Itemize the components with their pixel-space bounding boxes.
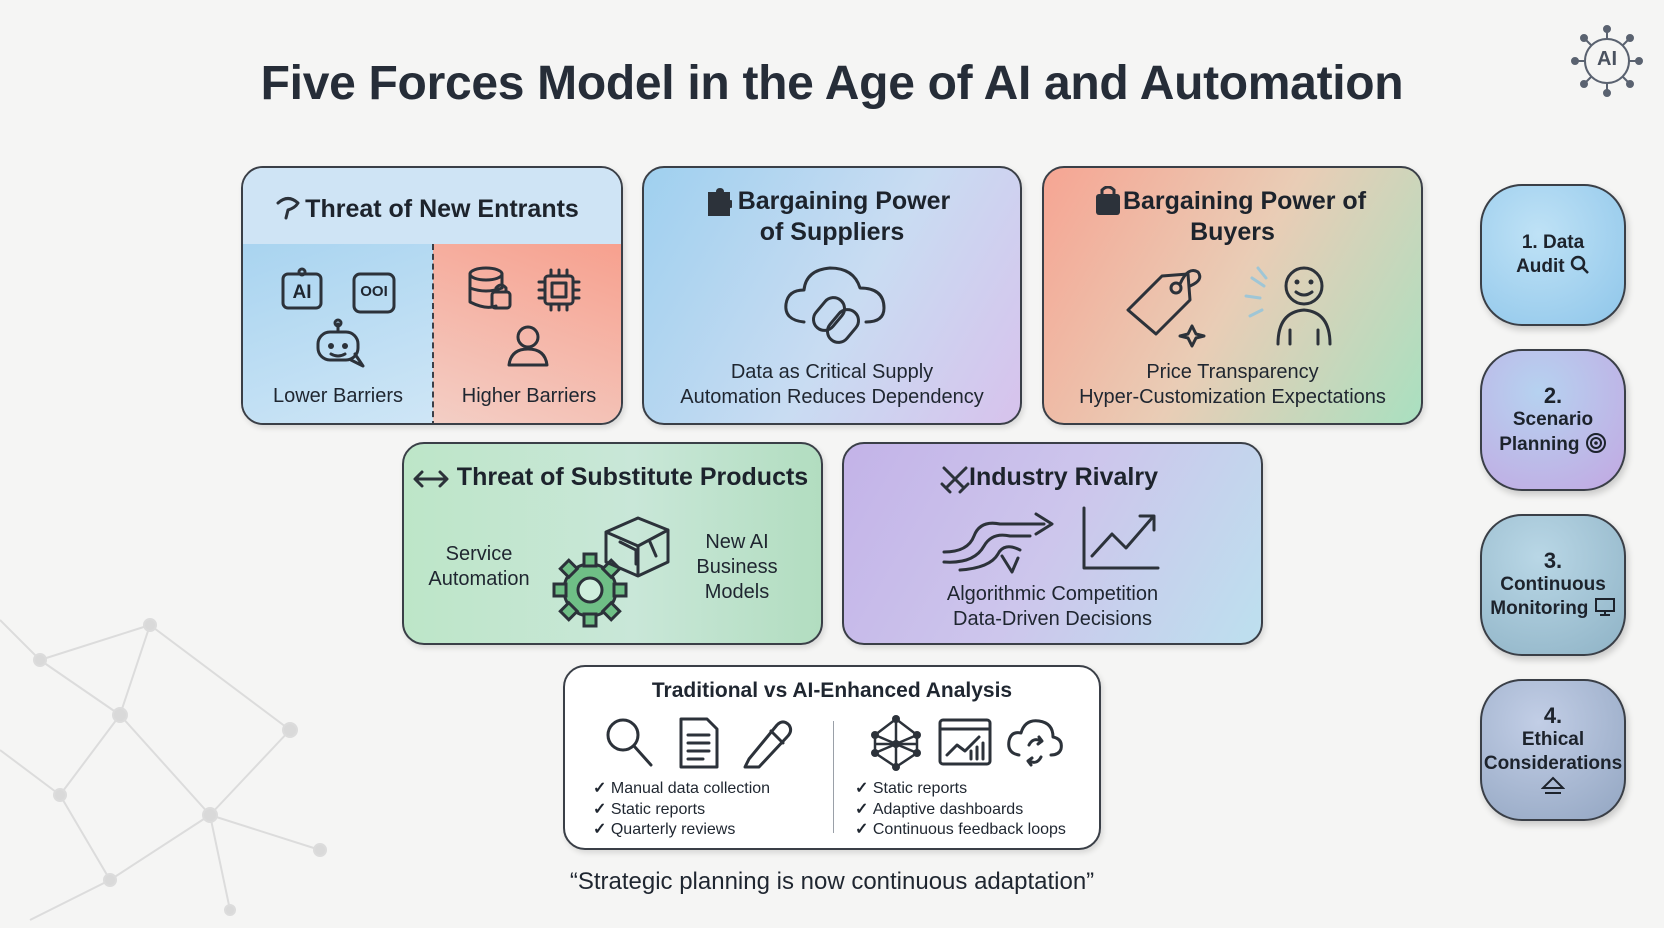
step-number: 3.	[1543, 548, 1563, 573]
price-tag-icon	[1126, 269, 1206, 348]
card-title-line1: Bargaining Power	[737, 187, 951, 215]
step-label: Monitoring	[1490, 598, 1589, 619]
processor-icon	[537, 268, 581, 312]
card-threat-substitutes: Threat of Substitute Products Service Au…	[402, 442, 823, 645]
step-number: 1.	[1521, 232, 1538, 253]
right-half	[433, 244, 621, 423]
card-bargaining-power-buyers: Bargaining Power of Buyers Price Transpa…	[1042, 166, 1423, 425]
card-industry-rivalry: Industry Rivalry Algorithmic Competition…	[842, 442, 1263, 645]
card-bargaining-power-suppliers: Bargaining Power of Suppliers Data as Cr…	[642, 166, 1022, 425]
pencil-icon	[743, 720, 793, 769]
step-label: Continuous	[1500, 574, 1606, 595]
comparison-title: Traditional vs AI-Enhanced Analysis	[651, 679, 1013, 702]
search-icon	[1570, 255, 1589, 274]
suppliers-line2: Automation Reduces Dependency	[680, 386, 984, 408]
new-ai-label-3: Models	[704, 581, 770, 603]
higher-barriers-label: Higher Barriers	[461, 385, 597, 407]
step-number: 2.	[1543, 382, 1563, 408]
buyers-line1: Price Transparency	[1146, 361, 1319, 383]
traditional-item: Static reports	[593, 800, 770, 821]
monitor-icon	[1594, 598, 1615, 616]
buyers-line2: Hyper-Customization Expectations	[1079, 386, 1386, 408]
code-box-text: OOI	[360, 283, 388, 300]
robot-icon	[316, 318, 365, 368]
step-label: Ethical	[1521, 729, 1585, 750]
code-box-icon	[352, 272, 396, 314]
crossed-swords-icon	[940, 466, 970, 494]
divider	[432, 244, 434, 423]
new-ai-label-1: New AI	[705, 531, 769, 553]
gear-cube-icon	[552, 516, 670, 628]
cloud-sync-icon	[1007, 719, 1063, 767]
suppliers-line1: Data as Critical Supply	[730, 361, 934, 383]
lower-barriers-label: Lower Barriers	[272, 385, 404, 407]
ai-logo: AI	[1570, 24, 1644, 98]
step-ethical-considerations[interactable]: 4. Ethical Considerations	[1480, 679, 1626, 821]
step-label: Data	[1542, 232, 1585, 253]
dashboard-icon	[938, 718, 992, 766]
comparison-divider	[833, 721, 834, 833]
network-background	[0, 618, 327, 921]
step-label: Planning	[1499, 433, 1580, 455]
header-band	[243, 168, 621, 244]
step-label: Considerations	[1483, 753, 1623, 774]
ai-enhanced-item: Continuous feedback loops	[855, 820, 1066, 841]
comparison-panel: Traditional vs AI-Enhanced Analysis Manu…	[563, 665, 1101, 850]
service-label-1: Service	[445, 543, 513, 565]
traditional-item: Manual data collection	[593, 779, 770, 800]
rivalry-line2: Data-Driven Decisions	[953, 608, 1152, 630]
ai-enhanced-item: Static reports	[855, 779, 1066, 800]
magnifier-icon	[606, 718, 653, 767]
double-arrow-icon	[413, 470, 449, 488]
step-scenario-planning[interactable]: 2. Scenario Planning	[1480, 349, 1626, 491]
step-label: Audit	[1516, 256, 1565, 277]
card-threat-new-entrants: Threat of New Entrants AI OOI Lower Barr…	[241, 166, 623, 425]
ai-enhanced-list: Static reports Adaptive dashboards Conti…	[855, 779, 1066, 841]
card-title: Threat of New Entrants	[305, 195, 579, 223]
database-lock-icon	[468, 266, 512, 310]
card-title-line1: Bargaining Power of	[1122, 187, 1367, 215]
rivalry-line1: Algorithmic Competition	[946, 583, 1159, 605]
quote-text: “Strategic planning is now continuous ad…	[569, 868, 1095, 895]
new-ai-label-2: Business	[696, 556, 778, 578]
person-icon	[507, 325, 549, 367]
scale-icon	[1541, 776, 1565, 794]
traditional-list: Manual data collection Static reports Qu…	[593, 779, 770, 841]
neural-network-icon	[871, 715, 921, 771]
ai-chip-icon	[281, 267, 323, 310]
step-label: Scenario	[1512, 408, 1594, 430]
page-title: Five Forces Model in the Age of AI and A…	[260, 57, 1404, 110]
ai-chip-text: AI	[292, 282, 312, 303]
card-title: Industry Rivalry	[969, 463, 1158, 491]
ai-logo-label: AI	[1597, 48, 1617, 70]
card-title: Threat of Substitute Products	[456, 463, 809, 491]
growth-chart-icon	[1082, 506, 1160, 570]
lightbulb-icon	[276, 197, 300, 220]
puzzle-icon	[708, 188, 732, 216]
cloud-link-icon	[784, 266, 886, 344]
ai-enhanced-item: Adaptive dashboards	[855, 800, 1066, 821]
traditional-item: Quarterly reviews	[593, 820, 770, 841]
card-title-line2: of Suppliers	[759, 218, 905, 246]
step-number: 4.	[1543, 703, 1563, 728]
step-data-audit[interactable]: 1. 1. Data Audit	[1480, 184, 1626, 326]
ai-network-icon	[1571, 25, 1643, 97]
document-icon	[679, 717, 719, 769]
service-label-2: Automation	[428, 568, 530, 590]
target-icon	[1585, 432, 1606, 453]
card-title-line2: Buyers	[1190, 218, 1275, 246]
customer-icon	[1244, 266, 1332, 346]
competing-arrows-icon	[942, 512, 1054, 574]
step-continuous-monitoring[interactable]: 3. Continuous Monitoring	[1480, 514, 1626, 656]
shopping-bag-icon	[1096, 186, 1120, 215]
